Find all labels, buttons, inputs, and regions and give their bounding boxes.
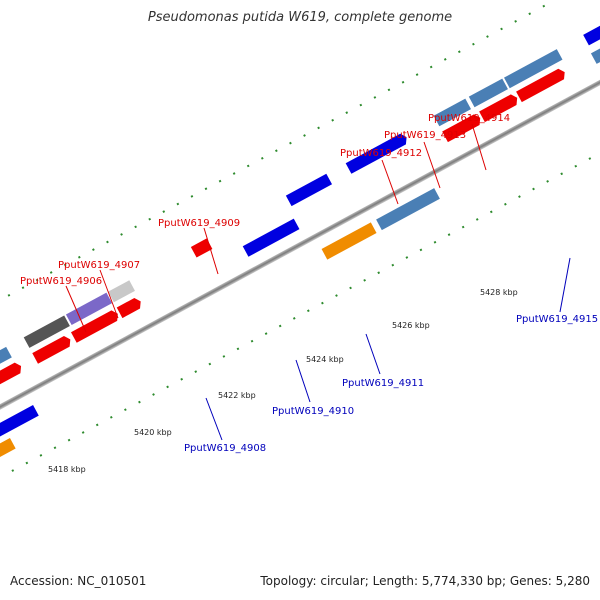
gene-feature-small-blue[interactable] bbox=[285, 173, 333, 207]
gene-label-4906[interactable]: PputW619_4906 bbox=[20, 276, 102, 287]
gene-feature-4907[interactable] bbox=[65, 292, 113, 326]
gene-red-6[interactable] bbox=[479, 93, 520, 123]
gene-label-4914[interactable]: PputW619_4914 bbox=[428, 113, 510, 124]
genome-backbone bbox=[0, 43, 600, 429]
map-title: Pseudomonas putida W619, complete genome bbox=[147, 10, 453, 25]
gene-label-4910[interactable]: PputW619_4910 bbox=[272, 406, 354, 417]
gene-feature-4906[interactable] bbox=[23, 315, 70, 348]
gene-feature-4909[interactable] bbox=[190, 238, 213, 258]
gene-red-4[interactable] bbox=[116, 296, 144, 319]
outer-guide-dots bbox=[0, 0, 600, 335]
gene-feature-4913[interactable] bbox=[468, 78, 508, 108]
tick-label-5426: 5426 kbp bbox=[392, 321, 430, 330]
gene-feature-4914[interactable] bbox=[504, 49, 563, 89]
gene-row-outer bbox=[0, 16, 600, 388]
gene-label-4912[interactable]: PputW619_4912 bbox=[340, 148, 422, 159]
gene-red-5[interactable] bbox=[442, 113, 483, 143]
gene-red-3[interactable] bbox=[70, 308, 121, 343]
gene-feature-4910[interactable] bbox=[321, 222, 377, 260]
gene-feature-4911[interactable] bbox=[376, 188, 440, 231]
tick-label-5428: 5428 kbp bbox=[480, 288, 518, 297]
gene-leader-lines bbox=[65, 123, 571, 441]
gene-label-4908[interactable]: PputW619_4908 bbox=[184, 443, 266, 454]
genome-summary-text: Topology: circular; Length: 5,774,330 bp… bbox=[260, 574, 590, 588]
gene-label-4913[interactable]: PputW619_4913 bbox=[384, 130, 466, 141]
gene-labels: PputW619_4906 PputW619_4907 PputW619_490… bbox=[20, 113, 598, 454]
gene-red-2[interactable] bbox=[32, 334, 73, 364]
tick-label-5418: 5418 kbp bbox=[48, 465, 86, 474]
gene-feature-4908[interactable] bbox=[242, 218, 300, 257]
gene-red-1[interactable] bbox=[0, 361, 24, 404]
gene-feature-blue-upper[interactable] bbox=[345, 132, 410, 174]
gene-label-4907[interactable]: PputW619_4907 bbox=[58, 260, 140, 271]
gene-feature-4912[interactable] bbox=[433, 98, 472, 127]
gene-feature-grey[interactable] bbox=[108, 280, 135, 303]
tick-label-5424: 5424 kbp bbox=[306, 355, 344, 364]
gene-red-7[interactable] bbox=[516, 67, 567, 103]
gene-label-4909[interactable]: PputW619_4909 bbox=[158, 218, 240, 229]
tick-labels: 5418 kbp 5420 kbp 5422 kbp 5424 kbp 5426… bbox=[48, 288, 518, 474]
gene-label-4915[interactable]: PputW619_4915 bbox=[516, 314, 598, 325]
tick-label-5422: 5422 kbp bbox=[218, 391, 256, 400]
gene-feature-4915-a[interactable] bbox=[583, 16, 600, 46]
accession-text: Accession: NC_010501 bbox=[10, 574, 147, 588]
gene-inner-orange-left[interactable] bbox=[0, 438, 16, 460]
gene-row-forward-red bbox=[0, 67, 567, 404]
tick-label-5420: 5420 kbp bbox=[134, 428, 172, 437]
gene-label-4911[interactable]: PputW619_4911 bbox=[342, 378, 424, 389]
gene-inner-blue-left[interactable] bbox=[0, 405, 39, 445]
